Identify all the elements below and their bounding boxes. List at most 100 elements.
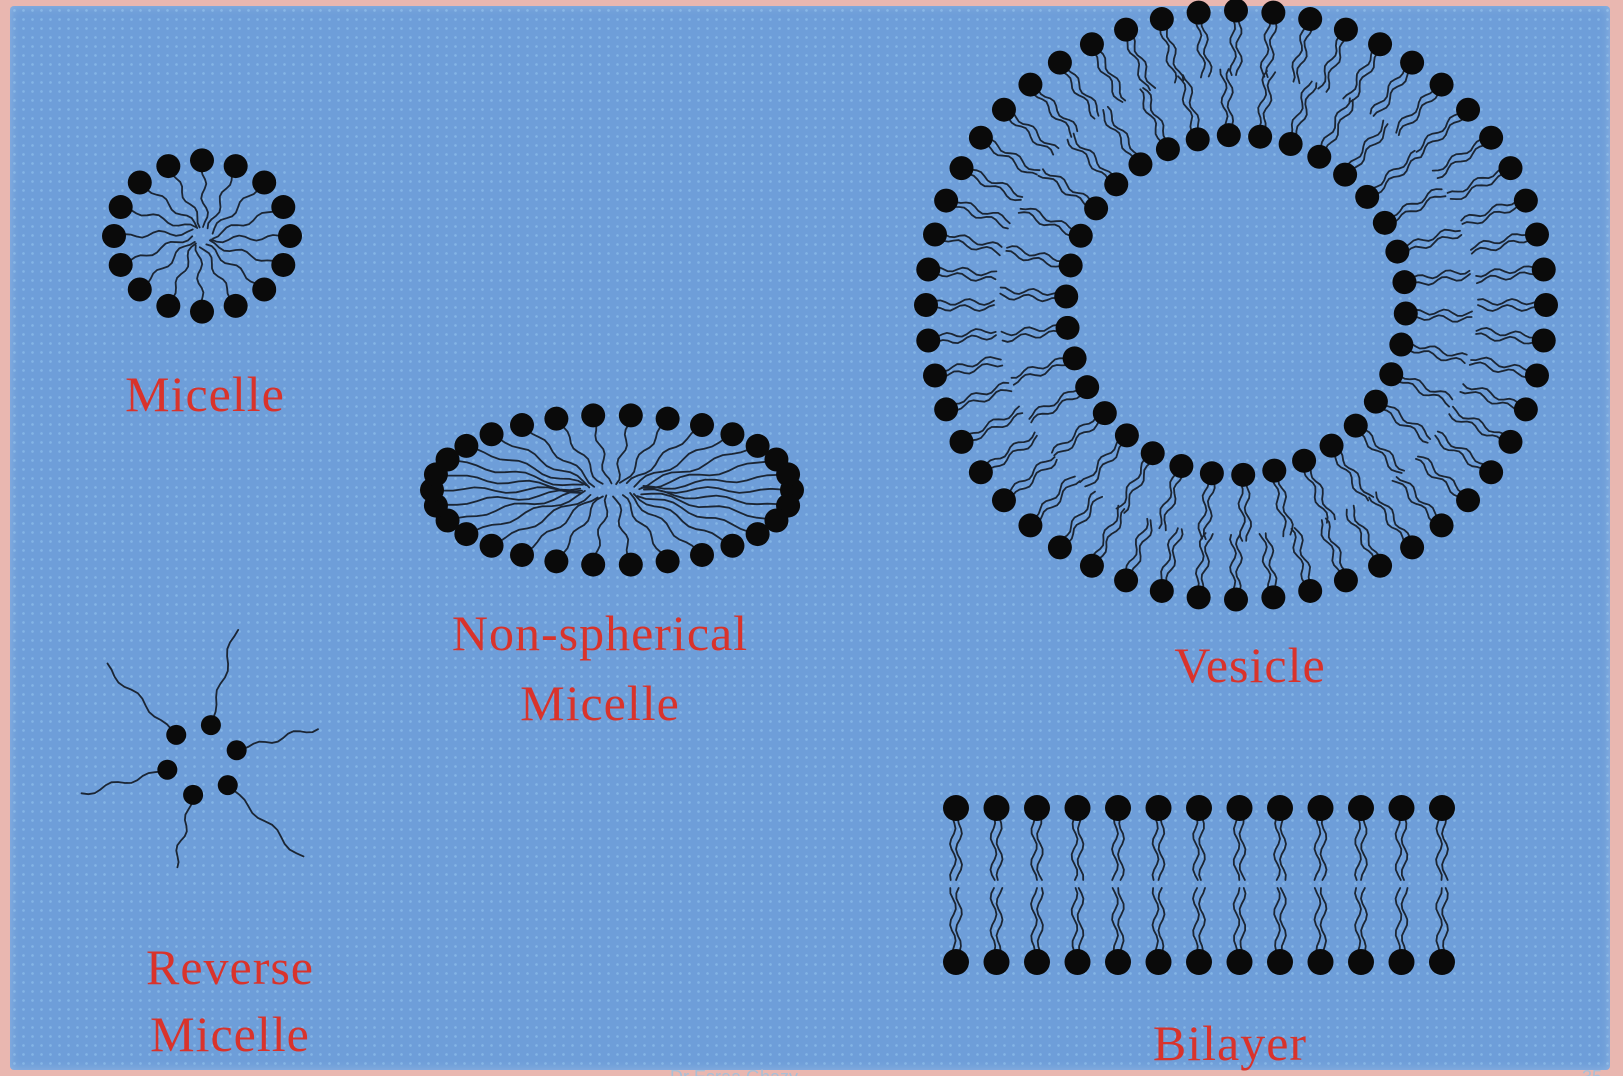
polar-head [1307,145,1331,169]
polar-head [934,397,958,421]
polar-head [1267,949,1293,975]
polar-head [1279,132,1303,156]
polar-head [1048,51,1072,75]
polar-head [480,534,504,558]
polar-head [1080,554,1104,578]
polar-head [1267,795,1293,821]
polar-head [1400,535,1424,559]
polar-head [950,156,974,180]
polar-head [720,422,744,446]
bilayer-structure [943,795,1455,975]
polar-head [109,253,133,277]
lipid-tail [228,785,304,856]
polar-head [1394,301,1418,325]
polar-head [1368,554,1392,578]
vesicle-label: Vesicle [1120,632,1380,698]
polar-head [1114,568,1138,592]
lipid-tail [643,474,788,488]
polar-head [183,785,203,805]
polar-head [923,363,947,387]
polar-head [1227,795,1253,821]
polar-head [1308,949,1334,975]
polar-head [1059,253,1083,277]
non-spherical-micelle-structure [420,403,804,576]
polar-head [1069,224,1093,248]
micelle-structure [102,148,302,323]
polar-head [1525,363,1549,387]
polar-head [1344,414,1368,438]
polar-head [1128,152,1152,176]
polar-head [923,223,947,247]
polar-head [1429,949,1455,975]
polar-head [1150,7,1174,31]
polar-head [1186,127,1210,151]
polar-head [227,740,247,760]
polar-head [1217,123,1241,147]
polar-head [619,553,643,577]
polar-head [1298,7,1322,31]
polar-head [619,403,643,427]
polar-head [1479,460,1503,484]
polar-head [1373,211,1397,235]
lipid-tail [237,729,318,750]
polar-head [218,775,238,795]
polar-head [950,430,974,454]
polar-head [916,258,940,282]
polar-head [1186,795,1212,821]
lipid-tail [436,474,580,490]
polar-head [1498,156,1522,180]
polar-head [510,413,534,437]
bilayer-label: Bilayer [1100,1010,1360,1076]
polar-head [1389,333,1413,357]
polar-head [1231,463,1255,487]
polar-head [1080,32,1104,56]
polar-head [1456,488,1480,512]
polar-head [1430,73,1454,97]
reverse-micelle-label-line1: Reverse [110,934,350,1000]
polar-head [252,278,276,302]
vesicle-structure [914,0,1558,612]
polar-head [102,224,126,248]
polar-head [943,795,969,821]
polar-head [1224,0,1248,23]
polar-head [510,543,534,567]
polar-head [914,293,938,317]
polar-head [690,413,714,437]
polar-head [454,434,478,458]
polar-head [1141,441,1165,465]
polar-head [1348,949,1374,975]
polar-head [166,725,186,745]
polar-head [969,126,993,150]
polar-head [1114,18,1138,42]
polar-head [1248,125,1272,149]
polar-head [776,462,800,486]
polar-head [1024,795,1050,821]
footer-page-number: 35 [1582,1062,1622,1076]
polar-head [984,949,1010,975]
polar-head [934,189,958,213]
footer-author: Dr Esraa Ghazy [670,1062,890,1076]
polar-head [720,534,744,558]
polar-head [1105,795,1131,821]
polar-head [1075,375,1099,399]
polar-head [544,549,568,573]
polar-head [1514,397,1538,421]
polar-head [1430,513,1454,537]
polar-head [1355,185,1379,209]
polar-head [1024,949,1050,975]
polar-head [1298,579,1322,603]
polar-head [1187,585,1211,609]
polar-head [1334,568,1358,592]
polar-head [1400,51,1424,75]
polar-head [252,170,276,194]
polar-head [1368,32,1392,56]
polar-head [943,949,969,975]
lipid-tail [211,630,238,725]
polar-head [1084,196,1108,220]
polar-head [190,148,214,172]
polar-head [156,154,180,178]
polar-head [1389,795,1415,821]
polar-head [128,170,152,194]
polar-head [201,715,221,735]
